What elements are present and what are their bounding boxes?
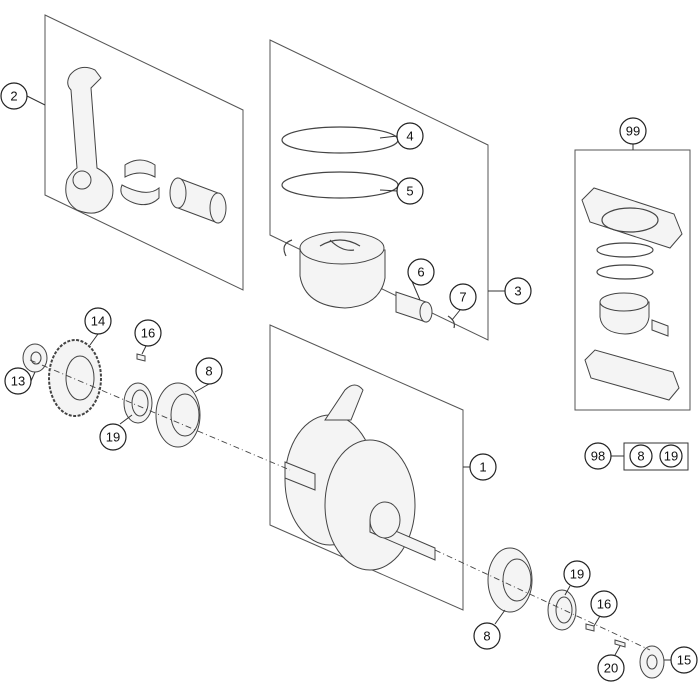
svg-text:7: 7	[459, 290, 466, 305]
svg-text:8: 8	[205, 364, 212, 379]
callout-8-left[interactable]: 8	[195, 357, 223, 385]
cylinder-head-gasket	[581, 187, 683, 249]
callout-5[interactable]: 5	[396, 177, 424, 205]
callout-98[interactable]: 98	[584, 442, 612, 470]
washer-20-part	[614, 639, 626, 648]
piston-panel	[269, 39, 489, 341]
svg-text:8: 8	[483, 629, 490, 644]
callout-7[interactable]: 7	[449, 283, 477, 311]
callout-6[interactable]: 6	[407, 258, 435, 286]
svg-text:3: 3	[514, 284, 521, 299]
piston-part	[299, 231, 386, 309]
callout-13[interactable]: 13	[4, 367, 32, 395]
callout-14[interactable]: 14	[84, 307, 112, 335]
callout-19-right[interactable]: 19	[563, 560, 591, 588]
callout-2[interactable]: 2	[0, 82, 28, 110]
svg-text:5: 5	[406, 184, 413, 199]
svg-text:1: 1	[479, 460, 486, 475]
seal-19a-part	[123, 382, 153, 424]
cylinder-base-gasket	[584, 349, 680, 401]
seal-19b-part	[547, 589, 577, 631]
svg-text:15: 15	[677, 653, 691, 668]
crankshaft-part	[284, 384, 436, 571]
set-box-item-19: 19	[664, 449, 678, 464]
callout-15[interactable]: 15	[670, 646, 698, 674]
svg-text:16: 16	[597, 597, 611, 612]
svg-text:4: 4	[406, 129, 413, 144]
assembly-axis	[29, 359, 651, 651]
callout-16-right[interactable]: 16	[590, 590, 618, 618]
callout-20[interactable]: 20	[597, 654, 625, 682]
set-box-item-8: 8	[637, 449, 644, 464]
svg-text:16: 16	[141, 326, 155, 341]
nut-13-part	[22, 343, 48, 373]
conrod-part	[65, 66, 114, 214]
bearing-8b-part	[487, 547, 533, 613]
svg-text:13: 13	[11, 374, 25, 389]
piston-pin-small	[395, 291, 433, 323]
circlip-left	[283, 239, 293, 257]
kit-pin	[651, 319, 669, 337]
piston-pin-part	[169, 177, 227, 224]
callout-3[interactable]: 3	[504, 277, 532, 305]
conrod-panel	[44, 14, 244, 291]
kit-ring-1	[596, 242, 654, 258]
svg-text:19: 19	[106, 430, 120, 445]
svg-text:99: 99	[626, 124, 640, 139]
callout-99[interactable]: 99	[619, 117, 647, 145]
callout-16-left[interactable]: 16	[134, 319, 162, 347]
svg-text:6: 6	[417, 265, 424, 280]
bearing-shells-part	[120, 159, 160, 206]
circlip-right	[447, 315, 455, 329]
svg-text:19: 19	[570, 567, 584, 582]
svg-text:20: 20	[604, 661, 618, 676]
bearing-8a-part	[155, 382, 201, 448]
key-16a-part	[136, 353, 146, 362]
svg-text:98: 98	[591, 449, 605, 464]
gear-14-part	[48, 339, 102, 417]
key-16b-part	[585, 623, 595, 632]
set-box-98: 8 19	[623, 442, 689, 471]
callout-1[interactable]: 1	[469, 453, 497, 481]
callout-4[interactable]: 4	[396, 122, 424, 150]
callout-19-left[interactable]: 19	[99, 423, 127, 451]
nut-15-part	[639, 645, 665, 679]
kit-ring-2	[596, 264, 654, 280]
svg-text:2: 2	[10, 89, 17, 104]
callout-8-right[interactable]: 8	[473, 622, 501, 650]
svg-text:14: 14	[91, 314, 105, 329]
kit-piston	[599, 292, 650, 335]
